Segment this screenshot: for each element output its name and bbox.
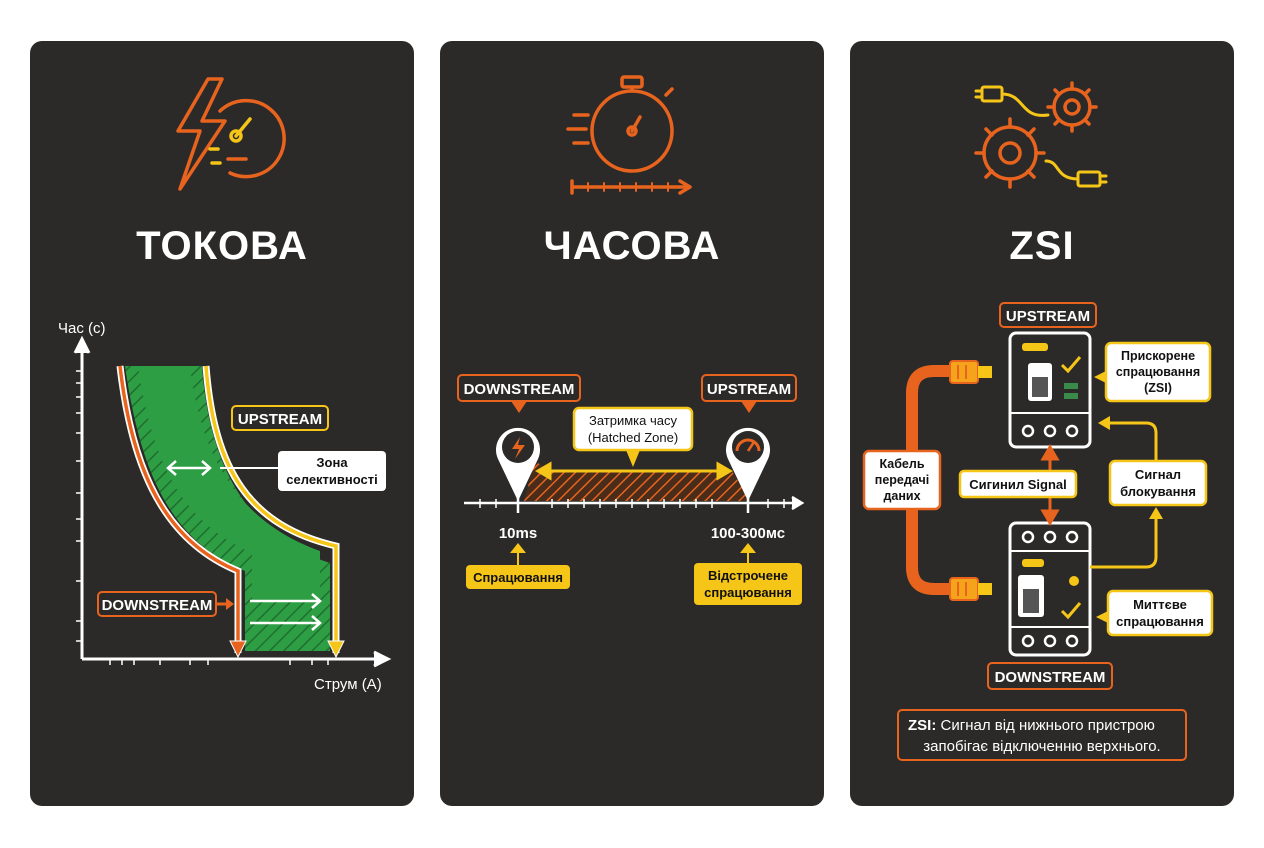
y-axis-label: Час (с) (58, 320, 106, 337)
cable-line2: передачі (875, 473, 929, 487)
selectivity-zone-fill (138, 366, 320, 601)
upstream-tag-text: UPSTREAM (707, 381, 791, 398)
fast-trip-tag: Прискорене спрацювання (ZSI) (1094, 341, 1212, 403)
tick-10ms: 10ms (499, 525, 537, 542)
tick-100-300ms: 100-300мс (711, 525, 785, 542)
blocking-signal-loop (1090, 421, 1158, 569)
note-line1: Сигнал від нижнього пристрою (936, 717, 1155, 734)
axis-ticks (76, 370, 329, 665)
cable-line1: Кабель (879, 457, 924, 471)
panel-title: ТОКОВА (136, 224, 308, 268)
note-line2: запобігає відключенню верхнього. (923, 738, 1160, 755)
gears-cable-icon (974, 81, 1108, 189)
time-selectivity-diagram: ЧАСОВА DOWNSTREAM (457, 75, 805, 605)
zone-double-arrow (166, 460, 322, 631)
blocking-line1: Сигнал (1135, 467, 1181, 482)
downstream-arrow (229, 640, 247, 659)
current-selectivity-diagram: ТОКОВА Час (с) Струм (А) (58, 77, 392, 693)
timeline-ticks (479, 497, 785, 513)
x-axis-label: Струм (А) (314, 676, 382, 693)
downstream-tag-text: DOWNSTREAM (995, 669, 1106, 686)
delay-label-line2: (Hatched Zone) (588, 430, 678, 445)
connector-bottom (949, 577, 992, 601)
svg-text:ZSI: Сигнал від нижнього прист: ZSI: Сигнал від нижнього пристрою (908, 717, 1155, 734)
upstream-breaker (1008, 331, 1092, 449)
instant-trip-tag: Миттєве спрацювання (1096, 589, 1214, 637)
delay-label-line1: Затримка часу (589, 413, 677, 428)
upstream-tag: UPSTREAM (999, 302, 1097, 328)
delayed-trip-tag: Відстрочене спрацювання (694, 543, 802, 605)
instant-line1: Миттєве (1133, 597, 1187, 612)
signal-arrow (1040, 444, 1060, 526)
downstream-tag: DOWNSTREAM (987, 662, 1113, 690)
downstream-tag-text: DOWNSTREAM (464, 381, 575, 398)
zsi-diagram: ZSI (862, 81, 1214, 761)
zone-label-line2: селективності (286, 472, 377, 487)
signal-tag-text: Сигинил Signal (969, 477, 1067, 492)
downstream-tag: DOWNSTREAM (457, 374, 581, 413)
note-bold: ZSI: (908, 717, 936, 734)
fast-trip-line1: Прискорене (1121, 349, 1195, 363)
downstream-pin (496, 427, 540, 501)
current-selectivity-panel: ТОКОВА Час (с) Струм (А) (30, 41, 414, 806)
delayed-trip-line1: Відстрочене (708, 568, 788, 583)
blocking-arrow-head (1098, 416, 1110, 430)
upstream-tag: UPSTREAM (701, 374, 797, 413)
cable-line3: даних (883, 489, 920, 503)
signal-tag: Сигинил Signal (958, 469, 1078, 499)
upstream-tag-text: UPSTREAM (1006, 308, 1090, 325)
upstream-pin (726, 427, 770, 501)
downstream-tag-text: DOWNSTREAM (102, 597, 213, 614)
instant-line2: спрацювання (1116, 614, 1204, 629)
fast-trip-line2: спрацювання (1116, 365, 1200, 379)
stopwatch-icon (566, 75, 692, 195)
connector-top (949, 360, 992, 384)
panel-title: ЧАСОВА (544, 224, 721, 268)
upstream-tag-text: UPSTREAM (238, 411, 322, 428)
delayed-trip-line2: спрацювання (704, 585, 792, 600)
zone-label-line1: Зона (316, 455, 348, 470)
time-selectivity-panel: ЧАСОВА DOWNSTREAM (440, 41, 824, 806)
lightning-gauge-icon (176, 77, 286, 191)
selectivity-zone-tag: Зона селективності (220, 451, 386, 491)
upstream-tag: UPSTREAM (231, 405, 329, 431)
hatched-delay-zone (524, 461, 750, 501)
axes (73, 335, 392, 668)
zsi-panel: ZSI (850, 41, 1234, 806)
trip-tag: Спрацювання (466, 543, 570, 589)
blocking-line2: блокування (1120, 484, 1196, 499)
panel-title: ZSI (1009, 224, 1074, 268)
upstream-arrow (327, 640, 345, 659)
delay-arrow (535, 461, 733, 481)
delay-tag: Затримка часу (Hatched Zone) (572, 406, 694, 467)
blocking-arrow-up (1149, 507, 1163, 519)
blocking-signal-tag: Сигнал блокування (1108, 459, 1208, 507)
zsi-note: ZSI: Сигнал від нижнього пристрою запобі… (897, 709, 1187, 761)
downstream-breaker (1008, 521, 1092, 657)
cable-tag: Кабель передачі даних (862, 449, 942, 511)
downstream-tag: DOWNSTREAM (97, 591, 234, 617)
trip-tag-text: Спрацювання (473, 570, 563, 585)
fast-trip-line3: (ZSI) (1144, 381, 1172, 395)
